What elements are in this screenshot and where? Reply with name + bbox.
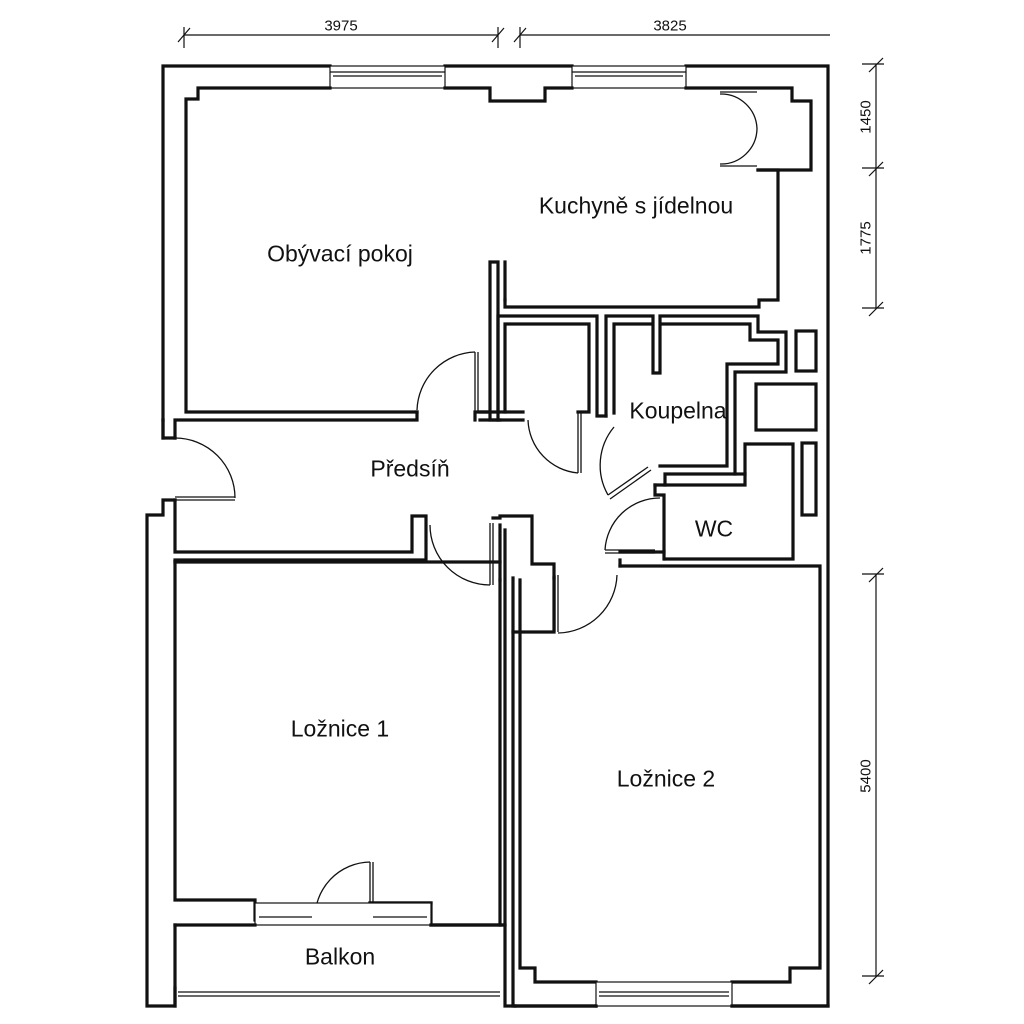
- dimension-top-left: 3975: [324, 17, 358, 35]
- dimension-lines: [177, 27, 884, 985]
- dimension-right-lower: 5400: [857, 759, 875, 793]
- label-hallway: Předsíň: [370, 455, 450, 482]
- window-kitchen: [571, 65, 687, 89]
- dimension-right-upper: 1450: [857, 100, 875, 134]
- room-kitchen: [503, 86, 813, 309]
- label-balcony: Balkon: [304, 943, 376, 970]
- label-kitchen: Kuchyně s jídelnou: [538, 192, 734, 219]
- label-living-room: Obývací pokoj: [267, 240, 413, 267]
- room-bedroom-2: [511, 558, 830, 1008]
- dimension-right-middle: 1775: [857, 221, 875, 255]
- dimension-top-right: 3825: [653, 17, 687, 35]
- label-bedroom-2: Ložnice 2: [616, 765, 716, 792]
- window-living-room: [329, 65, 446, 89]
- room-wc: [604, 442, 795, 561]
- room-bathroom: [478, 314, 818, 517]
- label-bedroom-1: Ložnice 1: [290, 715, 390, 742]
- label-wc: WC: [694, 515, 734, 542]
- label-bathroom: Koupelna: [629, 397, 727, 424]
- room-balcony: [173, 923, 517, 1008]
